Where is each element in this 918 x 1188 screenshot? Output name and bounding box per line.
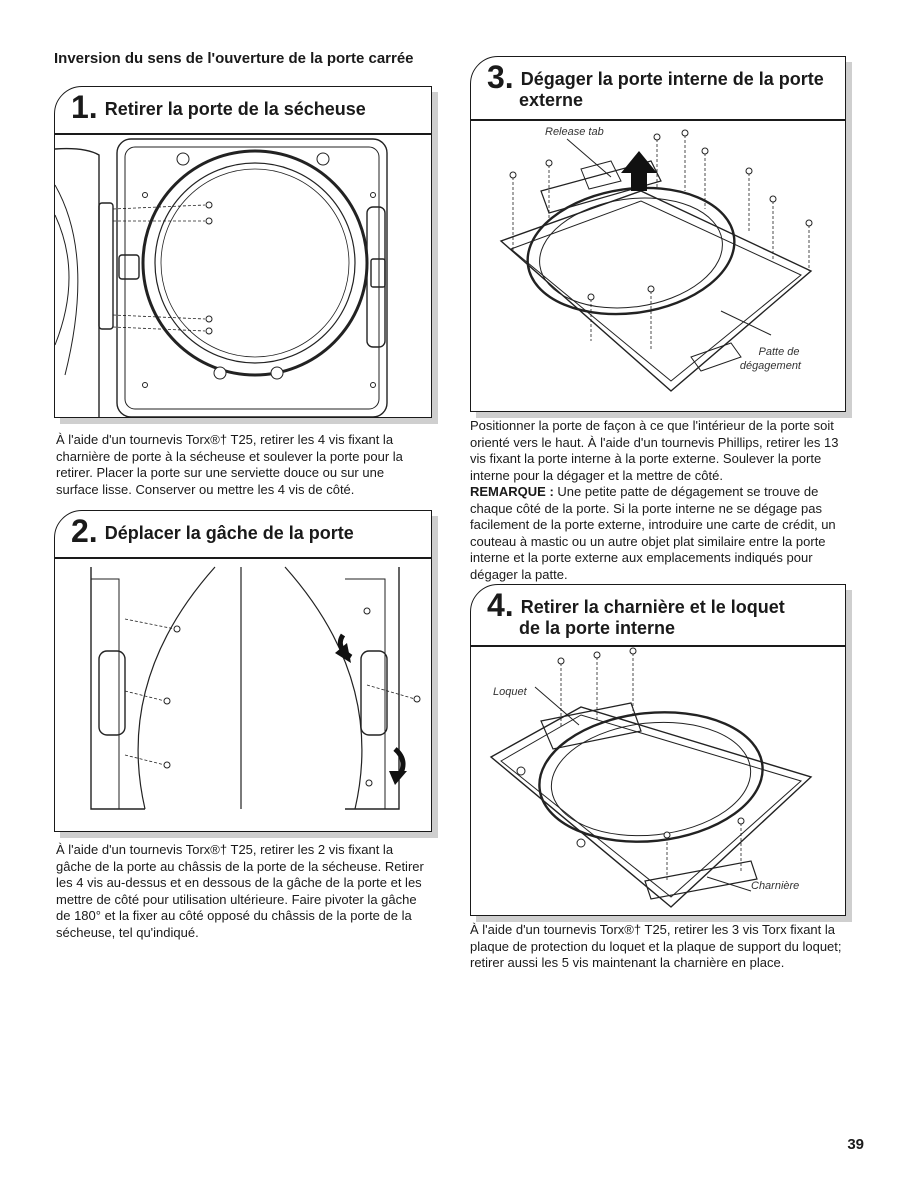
step-3-number: 3. (487, 59, 514, 95)
step-3-heading: 3. Dégager la porte interne de la porte … (471, 57, 845, 111)
step-4-title-line2: de la porte interne (519, 618, 676, 638)
step-2-illustration (55, 559, 431, 831)
patte-label-line1: Patte de (759, 346, 800, 358)
step-2-rule (55, 557, 431, 559)
step-3-text-block: Positionner la porte de façon à ce que l… (470, 418, 842, 583)
step-4-panel: 4. Retirer la charnière et le loquet de … (470, 584, 846, 916)
step-2-panel: 2. Déplacer la gâche de la porte (54, 510, 432, 832)
patte-label-line2: dégagement (740, 360, 802, 372)
step-3-illustration: Release tab Patte de dégagement (471, 121, 845, 411)
step-3-panel: 3. Dégager la porte interne de la porte … (470, 56, 846, 412)
step-1-title: Retirer la porte de la sécheuse (104, 99, 366, 119)
release-tab-label: Release tab (545, 126, 604, 138)
step-4-rule (471, 645, 845, 647)
step-4-text: À l'aide d'un tournevis Torx®† T25, reti… (470, 922, 842, 970)
step-4-illustration: Loquet Charnière (471, 647, 845, 915)
page-number: 39 (847, 1136, 864, 1153)
step-2-title: Déplacer la gâche de la porte (104, 523, 354, 543)
step-3-title-line2: externe (519, 90, 584, 110)
step-1-panel: 1. Retirer la porte de la sécheuse (54, 86, 432, 418)
step-2-heading: 2. Déplacer la gâche de la porte (55, 511, 431, 547)
step-3-note: REMARQUE : Une petite patte de dégagemen… (470, 484, 842, 583)
inner-door-release-diagram: Release tab Patte de dégagement (499, 126, 813, 392)
step-3-title-line1: Dégager la porte interne de la porte (520, 69, 824, 89)
hinge-latch-diagram: Loquet Charnière (489, 647, 813, 908)
step-4-heading: 4. Retirer la charnière et le loquet de … (471, 585, 845, 639)
step-3-note-text: Une petite patte de dégagement se trouve… (470, 484, 836, 582)
door-strike-diagram (90, 566, 421, 810)
step-1-number: 1. (71, 89, 98, 125)
step-3-text: Positionner la porte de façon à ce que l… (470, 418, 839, 483)
step-1-text: À l'aide d'un tournevis Torx®† T25, reti… (56, 432, 403, 497)
loquet-label: Loquet (493, 686, 528, 698)
step-3-rule (471, 119, 845, 121)
step-4-number: 4. (487, 587, 514, 623)
step-4-title-line1: Retirer la charnière et le loquet (520, 597, 785, 617)
step-1-rule (55, 133, 431, 135)
step-1-heading: 1. Retirer la porte de la sécheuse (55, 87, 431, 123)
step-2-text: À l'aide d'un tournevis Torx®† T25, reti… (56, 842, 424, 940)
step-1-illustration (55, 135, 431, 417)
section-title: Inversion du sens de l'ouverture de la p… (54, 50, 414, 67)
step-3-note-label: REMARQUE : (470, 484, 554, 499)
dryer-door-diagram (55, 138, 388, 417)
step-2-number: 2. (71, 513, 98, 549)
charniere-label: Charnière (751, 880, 799, 892)
